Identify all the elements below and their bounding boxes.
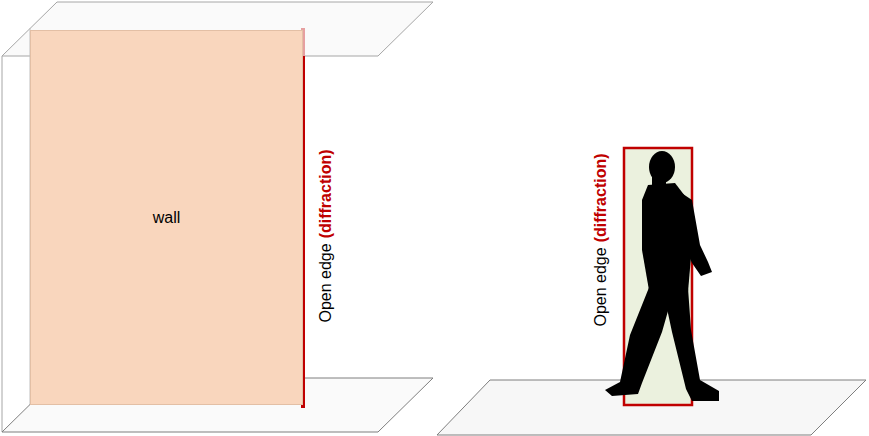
wall-label: wall bbox=[153, 209, 181, 227]
wall-panel: wall bbox=[30, 30, 303, 405]
room-edge bbox=[2, 56, 3, 432]
diffraction-label: (diffraction) bbox=[592, 153, 609, 242]
edge-label: Open edge bbox=[592, 247, 609, 326]
person-silhouette bbox=[605, 151, 719, 401]
open-edge-label: Open edge (diffraction) bbox=[592, 153, 610, 326]
diffraction-label: (diffraction) bbox=[317, 149, 334, 238]
open-edge-label: Open edge (diffraction) bbox=[317, 149, 335, 322]
edge-label: Open edge bbox=[317, 243, 334, 322]
